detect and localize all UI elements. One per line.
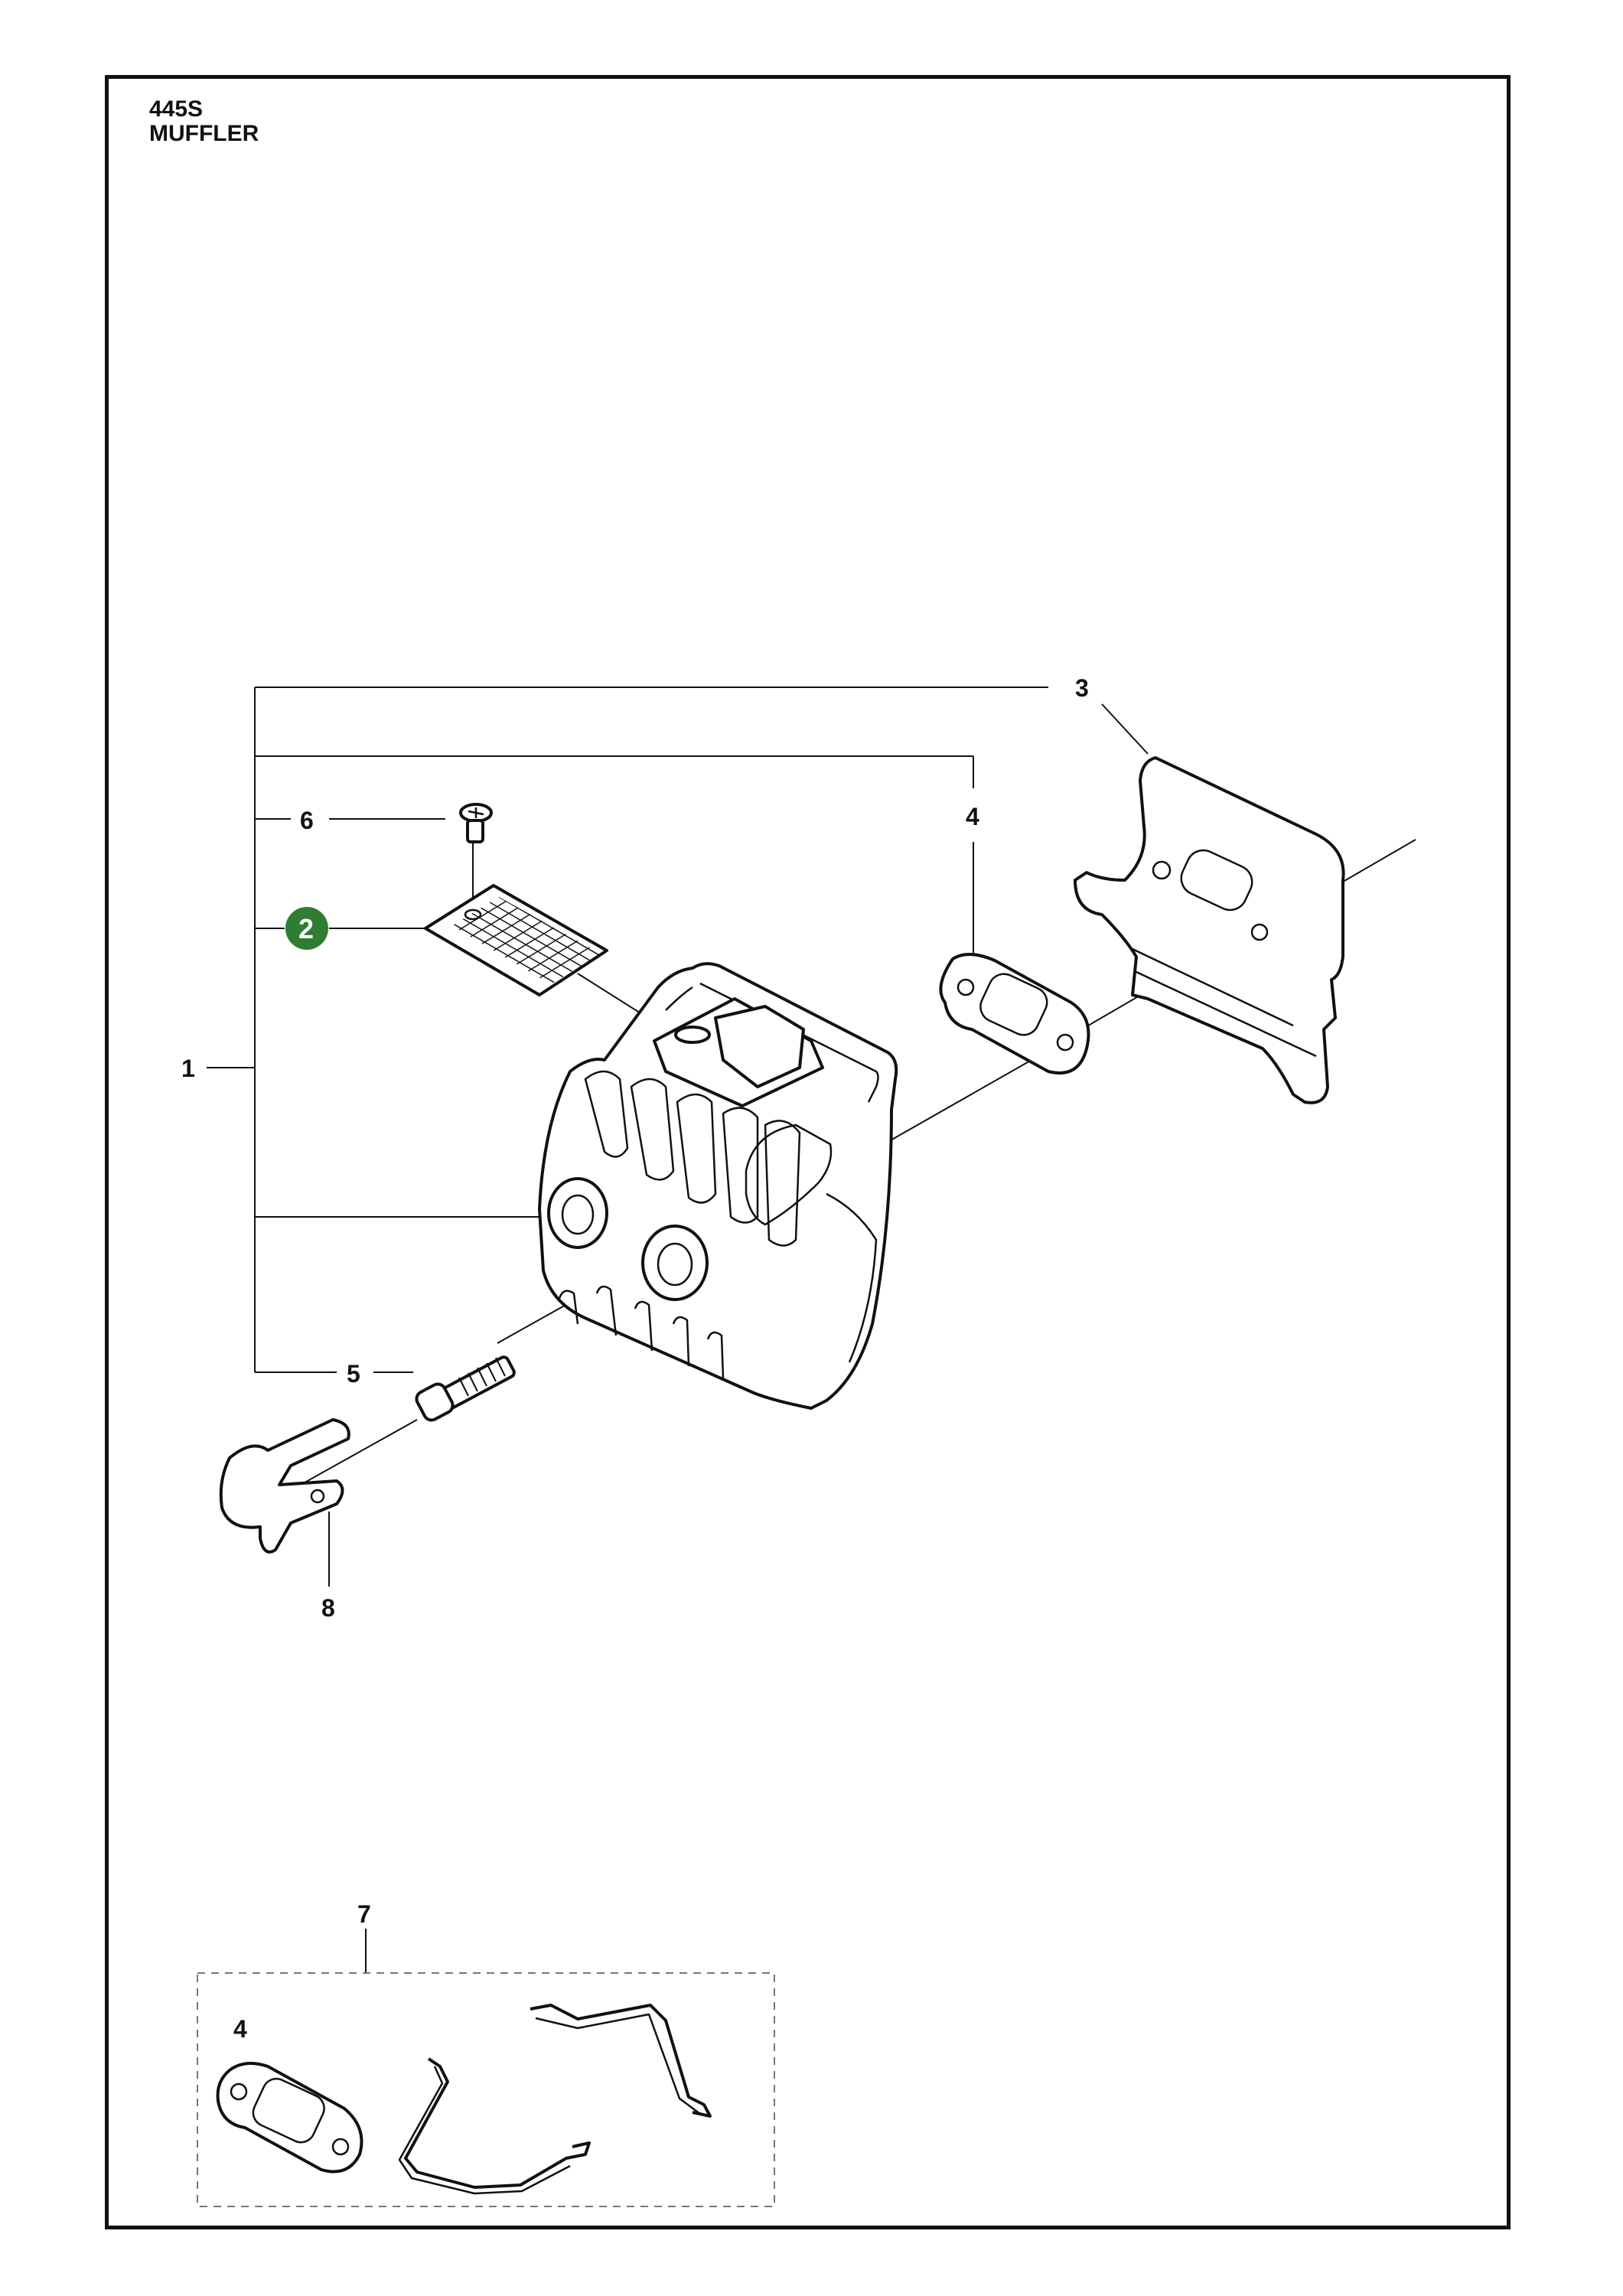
callout-kit-4[interactable]: 4 [233, 2015, 247, 2043]
screw-part-6 [459, 803, 493, 843]
callout-7[interactable]: 7 [357, 1900, 371, 1928]
muffler-part-1 [538, 962, 898, 1410]
callout-5[interactable]: 5 [347, 1360, 360, 1388]
callout-3[interactable]: 3 [1075, 674, 1089, 702]
page-title: MUFFLER [149, 121, 259, 146]
heat-shield-part-3 [1074, 756, 1345, 1104]
bolt-part-5 [415, 1355, 516, 1422]
callout-2-highlight[interactable] [285, 907, 328, 950]
model-number: 445S [149, 96, 204, 122]
label-part-2 [424, 884, 608, 996]
kit-springs [398, 2004, 712, 2195]
bracket-part-8 [219, 1418, 350, 1554]
callout-1[interactable]: 1 [181, 1055, 195, 1082]
callout-6[interactable]: 6 [300, 807, 314, 834]
kit-box-part-7 [197, 1972, 775, 2207]
callout-8[interactable]: 8 [321, 1594, 335, 1622]
page-frame [105, 75, 1511, 2229]
callout-4[interactable]: 4 [966, 803, 979, 830]
callout-2[interactable]: 2 [298, 913, 314, 944]
gasket-part-4 [939, 953, 1090, 1075]
kit-gasket-part-4 [216, 2062, 363, 2174]
